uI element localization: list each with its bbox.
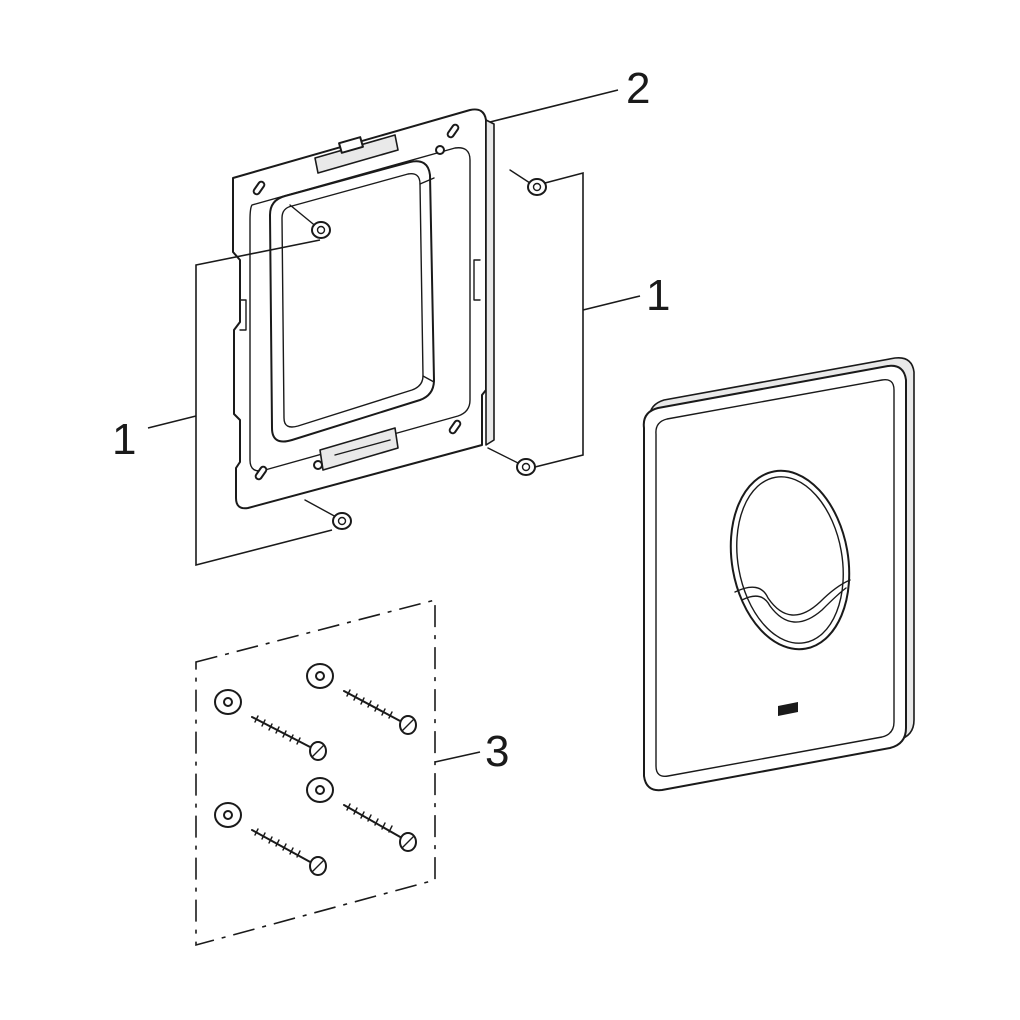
screw-group-bracket-right	[534, 171, 584, 468]
wall-plug-screw-4	[306, 777, 417, 852]
screw-group-bracket-left	[195, 239, 333, 567]
frame-screw-bottom-right	[487, 447, 536, 476]
fixing-set-panel	[195, 598, 436, 947]
frame-screw-top-left	[289, 204, 331, 239]
wall-plug-screw-2	[306, 663, 417, 735]
leader-frame-screws-left	[147, 415, 197, 429]
callout-mounting-frame: 2	[626, 64, 650, 113]
callout-frame-screws-right: 1	[646, 271, 670, 320]
callout-frame-screws-left: 1	[112, 415, 136, 464]
wall-plug-screw-3	[214, 802, 327, 876]
leader-mounting-frame	[489, 89, 619, 123]
callout-wall-fixing-set: 3	[485, 727, 509, 776]
frame-screw-top-right	[509, 169, 547, 196]
mounting-frame	[232, 108, 495, 510]
wall-plug-screw-1	[214, 689, 327, 761]
leader-frame-screws-right	[582, 295, 641, 311]
leader-wall-fixing-set	[434, 751, 481, 763]
cover-plate	[642, 356, 915, 792]
frame-screw-bottom-left	[304, 499, 352, 530]
